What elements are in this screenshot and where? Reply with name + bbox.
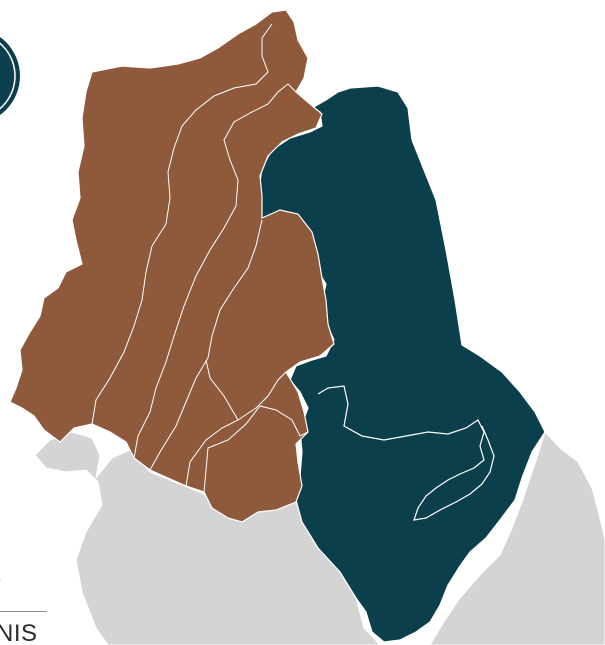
region-west-inner-boundaries: [91, 23, 309, 493]
legend-divider: [0, 611, 47, 612]
region-east-inner-boundary: [317, 385, 495, 521]
legend-label-fragment: NIS: [0, 620, 38, 645]
region-west: [9, 9, 335, 523]
neighbouring-land-east: [429, 431, 605, 645]
legend-badge-partial: [0, 37, 20, 115]
legend-value-fragment: ): [0, 562, 2, 596]
legend-badge-ring: [0, 42, 16, 110]
